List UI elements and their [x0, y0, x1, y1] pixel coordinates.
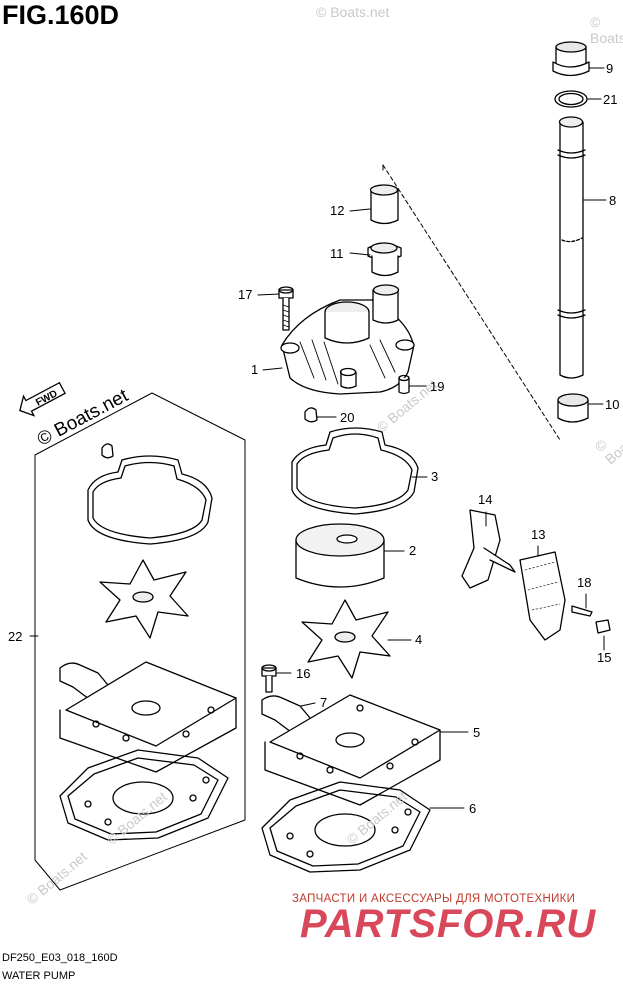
forward-arrow-icon: FWD [19, 381, 66, 417]
part-4-impeller[interactable] [301, 599, 391, 679]
part-15-nut[interactable] [595, 619, 611, 634]
callout-22[interactable]: 22 [8, 629, 23, 644]
figure-name: WATER PUMP [2, 970, 76, 982]
part-12-sleeve[interactable] [369, 184, 399, 225]
callout-14[interactable]: 14 [478, 492, 493, 507]
part-17-bolt[interactable] [278, 286, 294, 331]
part-10-bushing[interactable] [557, 393, 589, 423]
part-9-bushing[interactable] [552, 41, 590, 77]
callout-11[interactable]: 11 [330, 246, 344, 261]
part-20-key[interactable] [304, 407, 318, 423]
kit-liner[interactable] [87, 455, 213, 545]
callout-4[interactable]: 4 [415, 632, 423, 647]
part-8-water-tube[interactable] [557, 116, 586, 379]
callout-17[interactable]: 17 [238, 287, 253, 302]
kit-plate[interactable] [59, 661, 237, 773]
callout-9[interactable]: 9 [606, 61, 614, 76]
kit-key[interactable] [101, 443, 114, 459]
part-6-gasket[interactable] [261, 781, 431, 873]
repair-kit-22-frame [34, 392, 246, 891]
brand-subtitle: ЗАПЧАСТИ И АКСЕССУАРЫ ДЛЯ МОТОТЕХНИКИ [292, 893, 576, 905]
boats-watermark: © Boats.net [590, 14, 623, 46]
part-2-insert[interactable] [295, 523, 385, 588]
callout-18[interactable]: 18 [577, 575, 592, 590]
part-21-o-ring[interactable] [554, 90, 588, 108]
callout-15[interactable]: 15 [597, 650, 612, 665]
callout-12[interactable]: 12 [330, 203, 345, 218]
callout-19[interactable]: 19 [430, 379, 445, 394]
boats-watermark: © Boats.net [316, 4, 390, 20]
part-18-screw[interactable] [571, 605, 593, 617]
part-1-pump-case[interactable] [280, 284, 415, 395]
part-5-plate[interactable] [264, 694, 441, 806]
kit-gasket-lower[interactable] [59, 749, 229, 841]
callout-8[interactable]: 8 [609, 193, 617, 208]
part-11-grommet[interactable] [367, 242, 402, 277]
brand-logo: PARTSFOR.RU [300, 902, 597, 946]
callout-21[interactable]: 21 [603, 92, 618, 107]
callout-3[interactable]: 3 [431, 469, 439, 484]
callout-7[interactable]: 7 [320, 695, 328, 710]
figure-title: FIG.160D [2, 0, 120, 30]
callout-1[interactable]: 1 [251, 362, 259, 377]
callout-5[interactable]: 5 [473, 725, 481, 740]
figure-code: DF250_E03_018_160D [2, 952, 118, 964]
callout-10[interactable]: 10 [605, 397, 620, 412]
fwd-label: FWD [34, 388, 59, 408]
callout-6[interactable]: 6 [469, 801, 477, 816]
part-14-bracket[interactable] [461, 509, 516, 589]
part-3-liner[interactable] [291, 427, 419, 515]
callout-16[interactable]: 16 [296, 666, 311, 681]
callout-20[interactable]: 20 [340, 410, 355, 425]
leader-lines [29, 67, 607, 809]
callout-2[interactable]: 2 [409, 543, 417, 558]
kit-impeller[interactable] [99, 559, 189, 639]
part-13-cover[interactable] [519, 551, 566, 641]
part-19-dowel-pin[interactable] [398, 374, 410, 395]
part-16-bolt[interactable] [261, 664, 277, 693]
callout-13[interactable]: 13 [531, 527, 546, 542]
